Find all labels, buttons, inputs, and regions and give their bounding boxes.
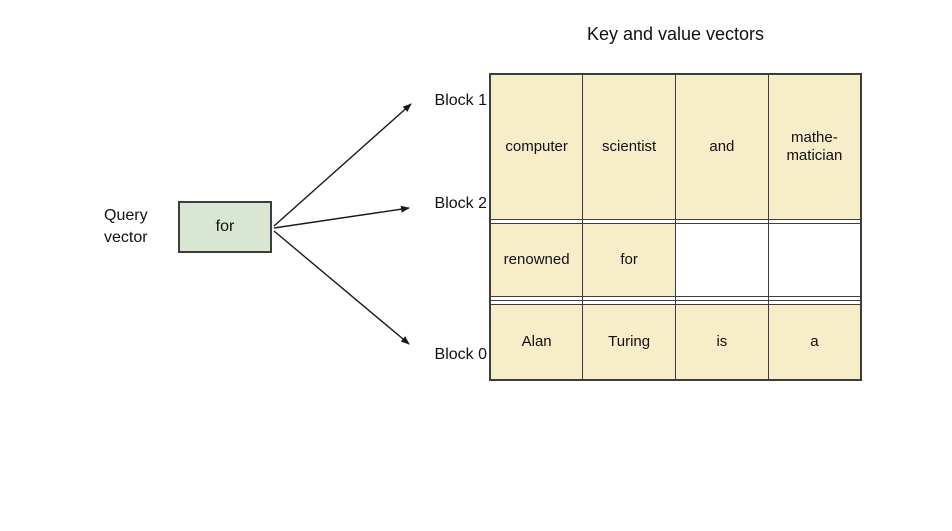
table-cell: Alan (489, 303, 584, 381)
table-cell: computer (489, 73, 584, 220)
table-row: computer scientist and mathe- matician (489, 73, 862, 220)
table-cell: and (675, 73, 769, 220)
arrow-to-block-2 (273, 205, 410, 229)
table-cell: scientist (582, 73, 676, 220)
arrow-to-block-0 (273, 230, 410, 345)
block-0-label: Block 0 (434, 346, 487, 363)
key-value-table-wrap: computer scientist and mathe- matician r… (489, 73, 862, 381)
diagram-title: Key and value vectors (586, 24, 765, 44)
table-cell: for (582, 222, 676, 298)
table-cell: Turing (582, 303, 676, 381)
block-1-label: Block 1 (434, 92, 487, 109)
table-cell: a (767, 303, 862, 381)
table-cell (675, 222, 769, 298)
query-vector-box-text: for (215, 218, 235, 235)
query-vector-box: for (178, 201, 272, 253)
table-row: renowned for (489, 222, 862, 298)
query-vector-label: Query vector (104, 207, 148, 246)
block-2-label: Block 2 (434, 195, 487, 212)
table-cell: is (675, 303, 769, 381)
table-cell: mathe- matician (767, 73, 862, 220)
key-value-table: computer scientist and mathe- matician r… (489, 73, 862, 381)
table-row: Alan Turing is a (489, 303, 862, 381)
table-cell: renowned (489, 222, 584, 298)
arrow-to-block-1 (273, 103, 412, 227)
table-cell (767, 222, 862, 298)
